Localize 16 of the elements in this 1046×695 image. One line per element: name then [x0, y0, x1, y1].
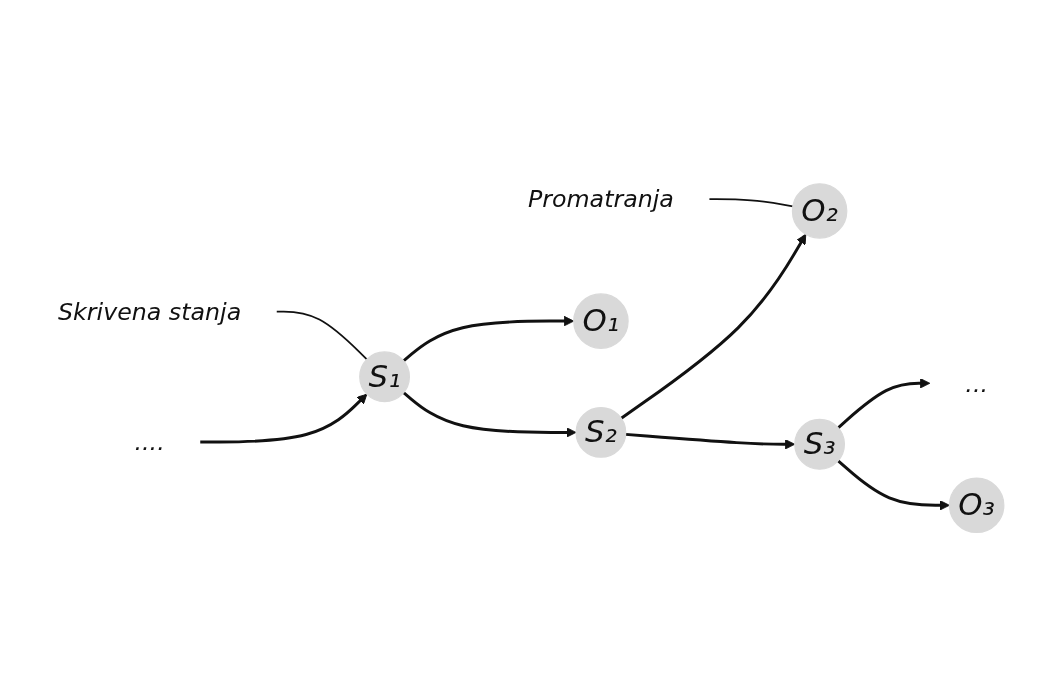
- node-circle: S₁: [359, 350, 411, 402]
- arrow: [837, 459, 950, 510]
- arrow: [837, 377, 931, 429]
- node-text: ...: [965, 368, 988, 397]
- node-text: Promatranja: [527, 184, 674, 213]
- arrow: [402, 391, 577, 438]
- connector: [275, 310, 368, 360]
- node-circle: O₁: [573, 292, 629, 349]
- node-text: Skrivena stanja: [58, 296, 242, 326]
- node-circle: S₃: [794, 418, 846, 470]
- node-circle: S₂: [575, 406, 627, 458]
- arrow: [620, 233, 807, 419]
- node-text: ....: [134, 427, 165, 456]
- arrow: [200, 393, 368, 443]
- node-circle: O₂: [791, 182, 848, 239]
- node-circle: O₃: [948, 477, 1005, 533]
